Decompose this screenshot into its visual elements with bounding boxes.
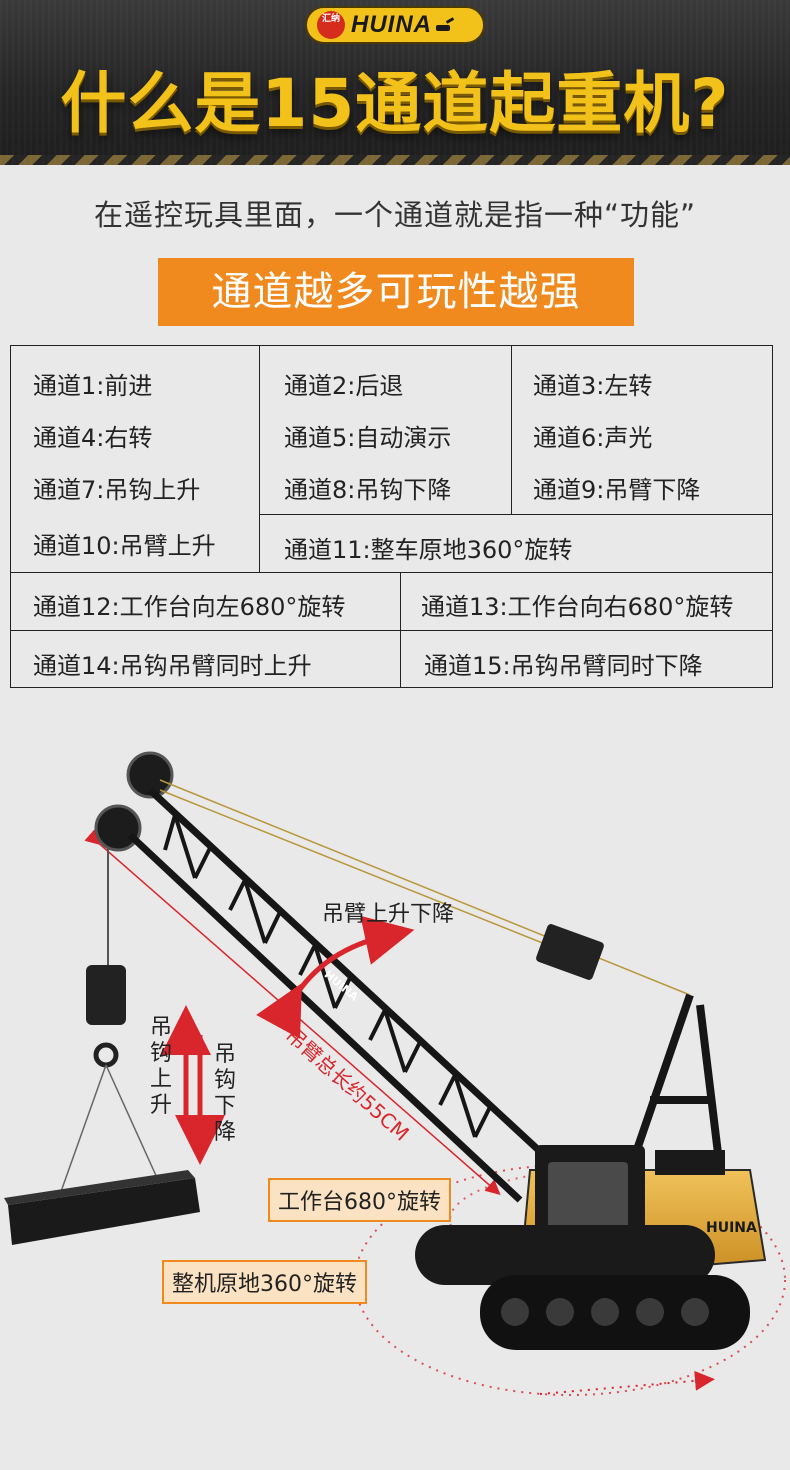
table-cell [260, 346, 512, 515]
channel-12: 通道12:工作台向左680°旋转 [33, 593, 346, 621]
table-cell [11, 346, 260, 573]
platform-rotate-label: 工作台680°旋转 [268, 1178, 451, 1222]
track-rear [415, 1225, 715, 1285]
channel-10: 通道10:吊臂上升 [33, 532, 216, 560]
table-cell [11, 573, 401, 631]
channel-8: 通道8:吊钩下降 [284, 476, 452, 504]
hook-up-label: 吊钩上升 [149, 1015, 172, 1118]
channel-5: 通道5:自动演示 [284, 424, 452, 452]
support-cable [159, 789, 561, 951]
logo-badge: 汇纳 [317, 11, 345, 39]
brand-logo: 汇纳 HUINA [305, 6, 485, 44]
channel-14: 通道14:吊钩吊臂同时上升 [33, 652, 312, 680]
channel-table: 通道1:前进 通道2:后退 通道3:左转 通道4:右转 通道5:自动演示 通道6… [10, 345, 773, 688]
rotation-arrow [539, 1370, 715, 1395]
pulley-wheel [94, 804, 142, 852]
channel-6: 通道6:声光 [533, 424, 653, 452]
channel-9: 通道9:吊臂下降 [533, 476, 701, 504]
sling-right [105, 1064, 159, 1181]
gantry-frame [626, 993, 724, 1172]
page-title: 什么是15通道起重机? [60, 65, 730, 142]
support-cable [159, 779, 691, 996]
winch-block [536, 924, 604, 980]
engine-top [655, 1150, 725, 1175]
body-rotate-label: 整机原地360°旋转 [162, 1260, 367, 1304]
excavator-icon [436, 19, 454, 31]
boom-arc-arrow [256, 915, 415, 1039]
channel-2: 通道2:后退 [284, 372, 404, 400]
header-banner: 汇纳 HUINA 什么是15通道起重机? [0, 0, 790, 165]
cab-window [548, 1162, 628, 1232]
rotation-ellipse-outer [354, 1164, 786, 1396]
channel-4: 通道4:右转 [33, 424, 153, 452]
hook-block [86, 965, 126, 1025]
hook [93, 1042, 119, 1068]
table-cell [11, 631, 401, 688]
header-hazard-stripe [0, 155, 790, 165]
crane-illustration: 吊臂上升下降 吊臂总长约55CM 吊钩上升 吊钩下降 工作台680°旋转 整机原… [0, 700, 790, 1470]
channel-15: 通道15:吊钩吊臂同时下降 [424, 652, 703, 680]
hook-down-label: 吊钩下降 [213, 1042, 236, 1145]
highlight-banner: 通道越多可玩性越强 [158, 258, 634, 326]
channel-11: 通道11:整车原地360°旋转 [284, 536, 573, 564]
logo-word: HUINA [351, 11, 432, 38]
sling-left [57, 1064, 107, 1201]
pulley-wheel [126, 751, 174, 799]
load-beam [8, 1178, 200, 1245]
cab-power-text: POWER [632, 1242, 658, 1250]
channel-3: 通道3:左转 [533, 372, 653, 400]
cab-brand-text: HUINA [706, 1220, 757, 1236]
table-cell [260, 515, 773, 573]
channel-7: 通道7:吊钩上升 [33, 476, 201, 504]
boom-label: 吊臂上升下降 [322, 902, 455, 927]
table-cell [401, 573, 773, 631]
channel-1: 通道1:前进 [33, 372, 153, 400]
subtitle: 在遥控玩具里面，一个通道就是指一种“功能” [93, 198, 697, 232]
crane-svg [4, 751, 786, 1396]
channel-13: 通道13:工作台向右680°旋转 [421, 593, 734, 621]
table-cell [512, 346, 773, 515]
